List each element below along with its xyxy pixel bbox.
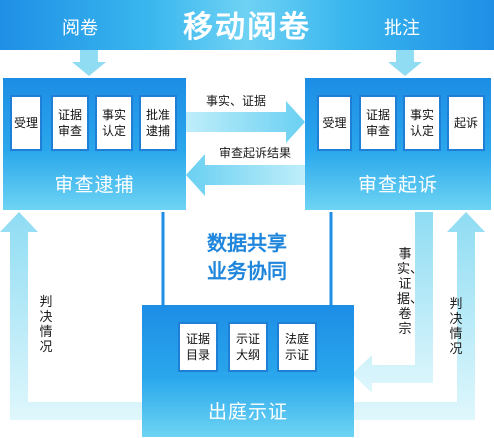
prosecution-step-3: 事实 认定 [403, 95, 441, 151]
arrow-arrest-to-prosecution [186, 101, 305, 143]
trial-stage-title: 出庭示证 [207, 401, 288, 423]
arrest-stage-title: 审查逮捕 [54, 174, 135, 196]
trial-step-2: 示证 大纲 [228, 322, 268, 372]
arrest-step-2: 证据 审查 [51, 95, 89, 151]
label-prosecution-to-trial: 事实、证据、卷宗 [397, 247, 424, 337]
banner-label-left: 阅卷 [62, 18, 98, 39]
prosecution-stage-title: 审查起诉 [357, 174, 438, 196]
arrow-trial-to-arrest [0, 212, 142, 420]
arrow-prosecution-to-arrest [186, 154, 305, 196]
arrest-step-1: 受理 [10, 95, 42, 151]
prosecution-step-2: 证据 审查 [359, 95, 397, 151]
arrow-prosecution-to-trial [352, 212, 433, 393]
label-trial-to-arrest: 判决情况 [39, 295, 53, 355]
label-trial-to-prosecution: 判决情况 [449, 297, 463, 357]
trial-step-1: 证据 目录 [178, 322, 218, 372]
down-arrow-left [72, 50, 106, 76]
banner-title: 移动阅卷 [183, 10, 311, 45]
banner-label-right: 批注 [384, 18, 420, 39]
label-arrest-to-prosecution: 事实、证据 [205, 94, 266, 108]
prosecution-step-1: 受理 [317, 95, 352, 151]
top-banner [0, 0, 494, 50]
center-text-line1: 数据共享 [207, 231, 287, 255]
trial-step-3: 法庭 示证 [277, 322, 317, 372]
arrest-step-4: 批准 逮捕 [139, 95, 177, 151]
center-text-line2: 业务协同 [207, 259, 287, 283]
arrest-step-3: 事实 认定 [95, 95, 133, 151]
label-prosecution-to-arrest: 审查起诉结果 [218, 146, 291, 160]
arrow-trial-to-prosecution [354, 212, 485, 420]
down-arrow-right [388, 50, 422, 76]
prosecution-step-4: 起诉 [447, 95, 485, 151]
